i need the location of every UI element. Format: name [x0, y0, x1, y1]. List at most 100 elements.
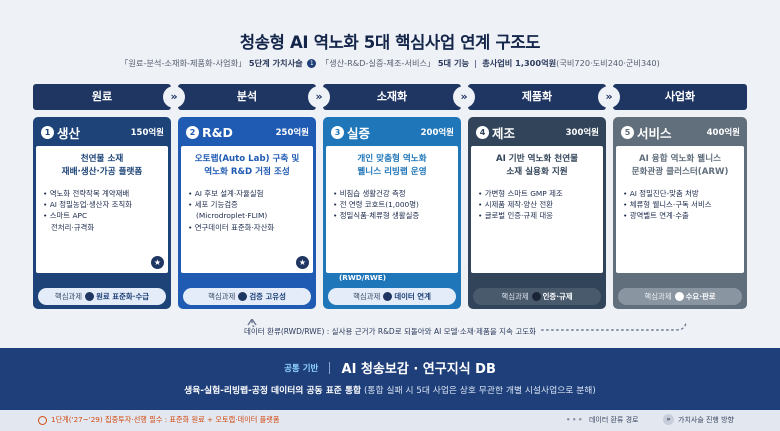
list-item: • 비침습 생활건강 측정	[333, 189, 406, 198]
foundation-desc-note: (통합 실패 시 5대 사업은 상호 무관한 개별 시설사업으로 분해)	[363, 386, 596, 396]
card-name: R&D	[202, 125, 233, 140]
dot-icon	[674, 292, 684, 301]
card-number: 3	[331, 125, 344, 139]
list-item: • 정밀식품·체류형 생활실증	[333, 211, 420, 221]
footer: 1단계('27~'29) 집중투자·선행 필수 : 표준화 원료 + 오토랩·데…	[0, 410, 780, 431]
value-chain-label: 5단계 가치사슬	[248, 58, 303, 68]
list-item: 전처리·규격화	[51, 222, 95, 232]
chevron-right-icon: »	[663, 414, 674, 425]
card-budget: 400억원	[706, 127, 740, 138]
task-label: 핵심과제	[644, 292, 672, 301]
card-number: 1	[41, 125, 54, 139]
task-value: 수요·판로	[685, 292, 716, 301]
star-icon: ★	[296, 256, 309, 269]
stage-bar-product: 제품화	[468, 84, 606, 110]
output-label: 산출물	[41, 252, 61, 261]
card-body: 천연물 소재 재배·생산·가공 플랫폼 • 역노화 전략작목 계약재배 • AI…	[36, 146, 168, 273]
list-item: • 체류형 웰니스·구독 서비스	[623, 200, 712, 210]
star-icon: ★	[151, 256, 164, 269]
list-item: • 글로벌 인증·규제 대응	[478, 211, 553, 221]
list-item: • 전 연령 코호트(1,000명)	[333, 200, 419, 210]
chevron-right-icon: »	[308, 86, 330, 108]
legend-loop: ••• 데이터 환류 경로	[566, 415, 638, 425]
feedback-loop-text: 데이터 환류(RWD/RWE) : 실사용 근거가 R&D로 되돌아와 AI 모…	[239, 327, 541, 336]
output-value: ▸ 수익·브랜드 + 체험지 RWE	[621, 262, 715, 271]
card-budget: 150억원	[130, 127, 164, 138]
circle-icon	[38, 415, 47, 425]
card-heading: AI 융합 역노화 웰니스 문화관광 클러스터(ARW)	[616, 146, 744, 186]
output-label: 산출물	[331, 252, 351, 261]
card-number: 5	[621, 125, 634, 139]
card-name: 제조	[492, 125, 516, 141]
card-heading-line: 소재 실용화 지원	[506, 166, 568, 177]
output-value: ▸ 검증 후보소재·기능성 근거데이터	[186, 262, 293, 271]
list-item: • 역노화 전략작목 계약재배	[43, 189, 130, 198]
card-heading-line: AI 기반 역노화 천연물	[495, 154, 579, 164]
card-heading: 개인 맞춤형 역노화 웰니스 리빙랩 운영	[326, 146, 458, 186]
card-item-list: • AI 후보 설계·자율실험 • 세포 기능검증 (Microdroplet·…	[181, 188, 313, 233]
list-item: • 가변형 스마트 GMP 제조	[478, 189, 563, 198]
card-heading: AI 기반 역노화 천연물 소재 실용화 지원	[471, 146, 603, 186]
task-value: 인증·규제	[542, 292, 573, 301]
card-heading: 천연물 소재 재배·생산·가공 플랫폼	[36, 146, 168, 186]
stage-bar-material: 소재화	[323, 84, 461, 110]
task-value: 검증 고유성	[249, 292, 286, 301]
feedback-loop-label: 데이터 환류(RWD/RWE) : 실사용 근거가 R&D로 되돌아와 AI 모…	[0, 326, 780, 337]
dot-icon	[238, 292, 248, 301]
output-value: ▸ 사용성·순응도 데이터	[331, 262, 402, 271]
legend-loop-text: 데이터 환류 경로	[588, 416, 639, 424]
card-item-list: • 가변형 스마트 GMP 제조 • 시제품 제작·양산 전환 • 글로벌 인증…	[471, 188, 603, 222]
list-item: • AI 정밀진단-맞춤 처방	[623, 189, 699, 198]
stage-bar-business: 사업화	[613, 84, 747, 110]
task-value: 원료 표준화·수급	[96, 292, 150, 301]
task-label: 핵심과제	[353, 292, 381, 301]
list-item: • AI 후보 설계·자율실험	[188, 189, 264, 198]
core-task-pill: 핵심과제 데이터 연계	[328, 288, 456, 305]
list-item: • AI 정밀농업·생산자 조직화	[43, 200, 132, 210]
output-value: (RWD/RWE)	[339, 272, 386, 282]
card-heading-line: 천연물 소재	[80, 154, 124, 164]
stage-bar-raw: 원료	[33, 84, 171, 110]
dot-icon	[531, 292, 541, 301]
function-label: 5대 기능	[437, 58, 470, 68]
card-heading-line: 재배·생산·가공 플랫폼	[61, 166, 143, 177]
dot-icon	[85, 292, 95, 301]
list-item: • 연구데이터 표준화·자산화	[188, 222, 275, 232]
phase-note: 1단계('27~'29) 집중투자·선행 필수 : 표준화 원료 + 오토랩·데…	[38, 415, 279, 425]
output-value: ▸ 코스메슈티컬·건기식·메디푸드	[476, 262, 574, 271]
foundation-desc-bold: 생육-실험-리빙랩-공정 데이터의 공동 표준 통합	[184, 386, 362, 396]
card-name: 서비스	[637, 125, 672, 141]
foundation-title-row: 공통 기반 AI 청송보감 · 연구지식 DB	[0, 357, 780, 377]
task-label: 핵심과제	[54, 292, 83, 301]
list-item: • 광역벨트 연계·수출	[623, 211, 689, 221]
task-label: 핵심과제	[501, 292, 529, 301]
page-title: 청송형 AI 역노화 5대 핵심사업 연계 구조도	[239, 33, 541, 52]
chevron-right-icon: »	[163, 86, 185, 108]
dotted-line-icon: •••	[566, 416, 584, 424]
task-value: 데이터 연계	[394, 292, 431, 301]
card-name: 생산	[57, 125, 81, 141]
card-heading-line: 웰니스 리빙랩 운영	[357, 166, 427, 177]
card-heading-line: 개인 맞춤형 역노화	[357, 154, 427, 164]
output-label: 산출물	[621, 252, 641, 261]
card-output: 산출물 ▸ 지표성분 규격 표준화 원료	[41, 251, 167, 273]
card-output: 산출물 ▸ 검증 후보소재·기능성 근거데이터	[186, 251, 312, 273]
subtitle: 「원료-분석-소재화-제품화-사업화」 5단계 가치사슬 1 「생산-R&D-실…	[120, 58, 660, 68]
foundation-title: AI 청송보감 · 연구지식 DB	[341, 362, 496, 377]
phase-text: 1단계('27~'29) 집중투자·선행 필수 : 표준화 원료 + 오토랩·데…	[51, 415, 280, 424]
card-body: AI 기반 역노화 천연물 소재 실용화 지원 • 가변형 스마트 GMP 제조…	[471, 146, 603, 273]
output-value: ▸ 지표성분 규격 표준화 원료	[41, 262, 128, 271]
core-task-pill: 핵심과제 수요·판로	[618, 288, 742, 305]
value-chain-text: 「원료-분석-소재화-제품화-사업화」	[120, 58, 247, 68]
card-item-list: • AI 정밀진단-맞춤 처방 • 체류형 웰니스·구독 서비스 • 광역벨트 …	[616, 188, 744, 222]
foundation-band: 공통 기반 AI 청송보감 · 연구지식 DB 생육-실험-리빙랩-공정 데이터…	[0, 348, 780, 410]
card-budget: 300억원	[565, 127, 599, 138]
